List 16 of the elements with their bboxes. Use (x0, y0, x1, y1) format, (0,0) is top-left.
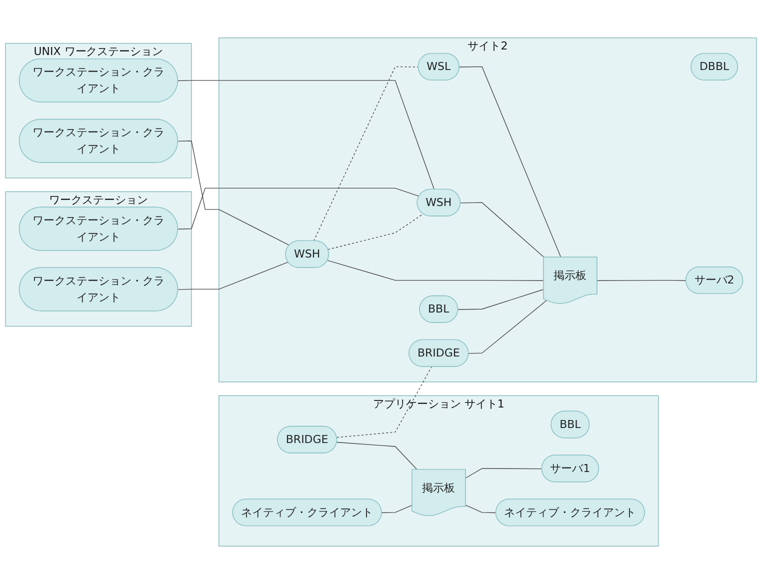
connector (382, 504, 413, 514)
connector (178, 262, 289, 290)
connector (327, 260, 544, 281)
connector (328, 214, 424, 250)
connector (178, 188, 420, 230)
connector (460, 202, 545, 258)
connector (468, 300, 547, 354)
connector (596, 280, 686, 281)
connector (459, 66, 562, 258)
connector (178, 140, 290, 246)
connector (336, 442, 418, 470)
connector (458, 289, 544, 310)
connector (465, 504, 496, 514)
connector (178, 80, 435, 190)
connector (465, 468, 542, 478)
connector (336, 366, 432, 438)
